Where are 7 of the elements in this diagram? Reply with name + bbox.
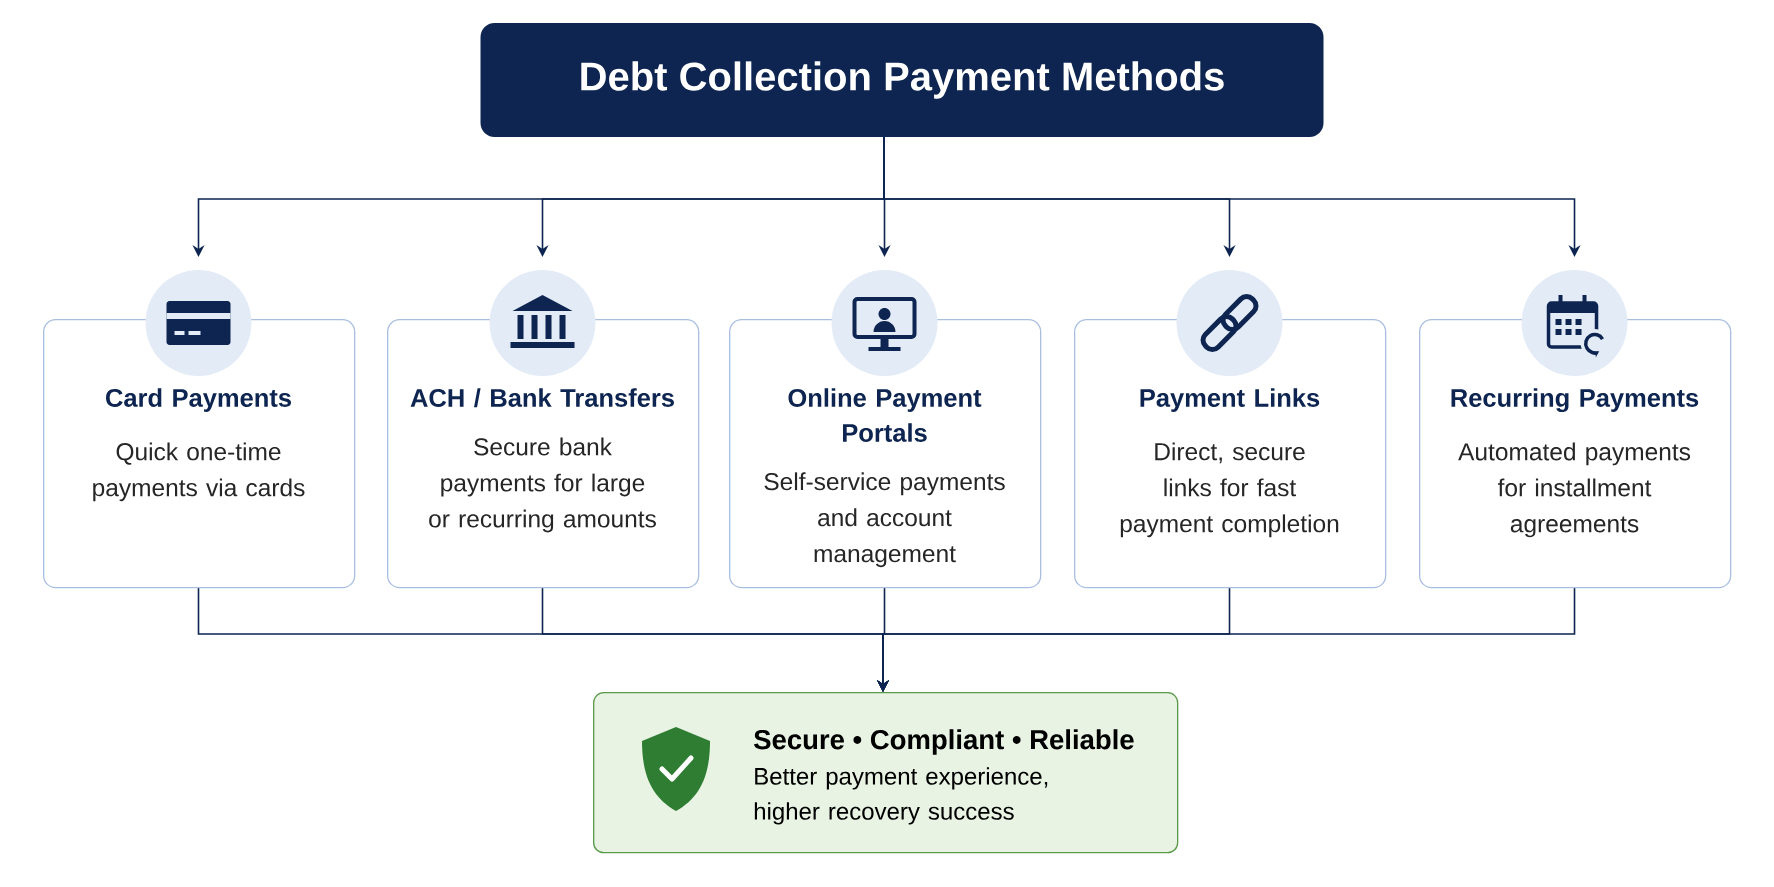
title-banner: Debt Collection Payment Methods bbox=[480, 23, 1324, 137]
summary-box: Secure • Compliant • Reliable Better payment experience, higher recovery success bbox=[593, 692, 1179, 854]
method-card: Payment Links Direct, secure links for fast payment completion bbox=[1074, 319, 1387, 589]
method-card: Recurring Payments Automated payments for installment agreements bbox=[1419, 319, 1732, 589]
method-card: Card Payments Quick one-time payments via cards bbox=[43, 319, 356, 589]
method-card: Online Payment Portals Self-service payments and account management bbox=[729, 319, 1042, 589]
method-card: ACH / Bank Transfers Secure bank payments for large or recurring amounts bbox=[387, 319, 700, 589]
